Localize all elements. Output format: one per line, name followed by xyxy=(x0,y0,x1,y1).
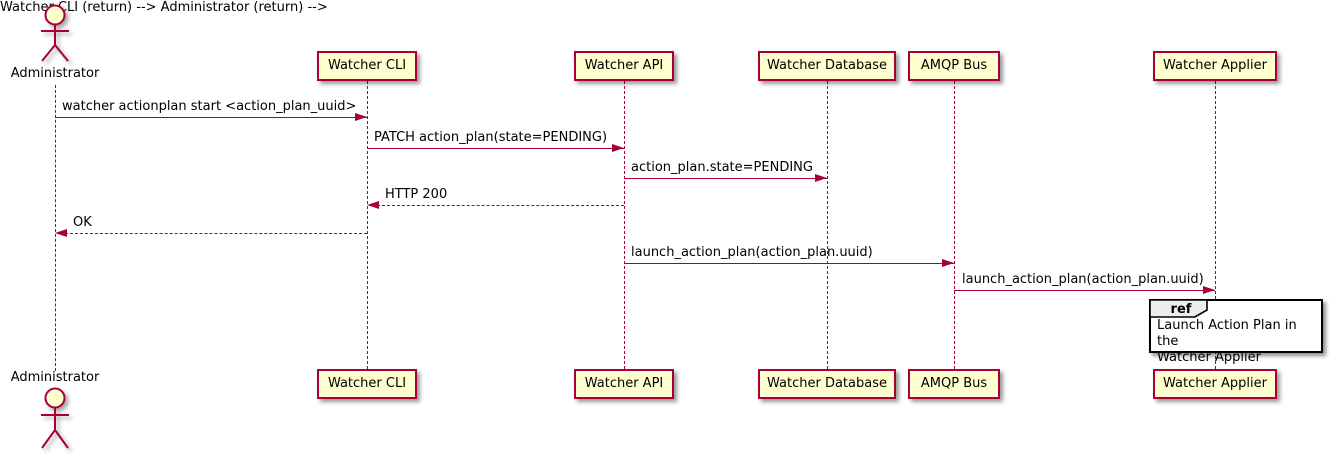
lifeline-watcher-cli xyxy=(367,81,368,369)
ref-keyword: ref xyxy=(1170,302,1192,317)
ref-header-pentagon-icon xyxy=(1149,299,1208,318)
message-line xyxy=(65,233,367,234)
arrowhead-left-icon xyxy=(367,201,379,209)
arrowhead-right-icon xyxy=(942,259,954,267)
message-line xyxy=(624,178,827,179)
actor-name-top: Administrator xyxy=(10,66,100,81)
message-label: action_plan.state=PENDING xyxy=(631,160,813,175)
lifeline-watcher-api xyxy=(624,81,625,369)
arrowhead-right-icon xyxy=(612,144,624,152)
message-line xyxy=(954,290,1215,291)
participant-box-watcher-database-bottom: Watcher Database xyxy=(758,369,896,399)
participant-box-amqp-bus-top: AMQP Bus xyxy=(908,51,1000,81)
arrowhead-right-icon xyxy=(815,174,827,182)
lifeline-administrator xyxy=(55,85,56,371)
arrowhead-right-icon xyxy=(355,113,367,121)
ref-fragment: ref Launch Action Plan in the Watcher Ap… xyxy=(1149,299,1323,365)
message-line xyxy=(624,263,954,264)
message-label: PATCH action_plan(state=PENDING) xyxy=(374,130,608,145)
participant-box-watcher-applier-bottom: Watcher Applier xyxy=(1153,369,1277,399)
participant-box-watcher-database-top: Watcher Database xyxy=(758,51,896,81)
message-label: HTTP 200 xyxy=(385,187,448,202)
arrowhead-right-icon xyxy=(1203,286,1215,294)
message-label: launch_action_plan(action_plan.uuid) xyxy=(631,245,873,260)
lifeline-amqp-bus xyxy=(954,81,955,369)
participant-box-watcher-cli-top: Watcher CLI xyxy=(317,51,417,81)
message-label: watcher actionplan start <action_plan_uu… xyxy=(62,99,357,114)
message-label: OK xyxy=(73,215,92,230)
ref-text-line-2: Watcher Applier xyxy=(1157,350,1261,365)
actor-name-bottom: Administrator xyxy=(10,370,100,385)
message-label: launch_action_plan(action_plan.uuid) xyxy=(962,272,1204,287)
lifeline-watcher-database xyxy=(827,81,828,369)
actor-icon xyxy=(41,4,69,62)
participant-box-watcher-api-top: Watcher API xyxy=(574,51,674,81)
message-line xyxy=(367,148,624,149)
lifeline-watcher-applier xyxy=(1215,81,1216,369)
message-line xyxy=(377,205,624,206)
participant-box-amqp-bus-bottom: AMQP Bus xyxy=(908,369,1000,399)
message-line xyxy=(55,117,367,118)
arrowhead-left-icon xyxy=(55,229,67,237)
participant-box-watcher-cli-bottom: Watcher CLI xyxy=(317,369,417,399)
ref-text: Launch Action Plan in the Watcher Applie… xyxy=(1157,318,1317,366)
actor-icon xyxy=(41,387,69,449)
participant-box-watcher-api-bottom: Watcher API xyxy=(574,369,674,399)
participant-box-watcher-applier-top: Watcher Applier xyxy=(1153,51,1277,81)
ref-text-line-1: Launch Action Plan in the xyxy=(1157,318,1297,349)
